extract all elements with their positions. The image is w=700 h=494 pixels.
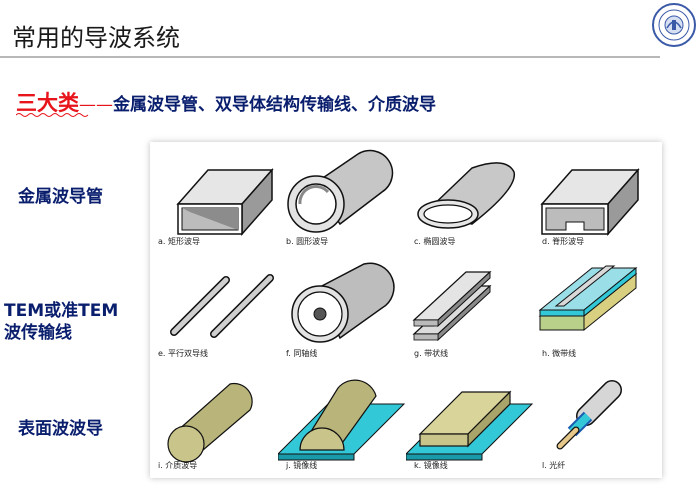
figure-microstrip: h. 微带线 <box>534 254 662 366</box>
caption: j. 镜像线 <box>286 461 318 470</box>
caption: d. 脊形波导 <box>542 237 585 246</box>
caption: k. 镜像线 <box>414 461 448 470</box>
figure-circular-waveguide: b. 圆形波导 <box>278 142 406 254</box>
subtitle-dash: —— <box>79 95 113 115</box>
subtitle-rest: 金属波导管、双导体结构传输线、介质波导 <box>113 95 436 115</box>
caption: a. 矩形波导 <box>158 237 200 246</box>
caption: h. 微带线 <box>542 349 577 358</box>
subtitle-lead: 三大类 <box>16 91 79 115</box>
subtitle: 三大类——金属波导管、双导体结构传输线、介质波导 <box>16 87 436 117</box>
page-title: 常用的导波系统 <box>12 24 180 52</box>
caption: e. 平行双导线 <box>158 349 209 358</box>
figure-image-line-round: j. 镜像线 <box>278 366 406 478</box>
caption: f. 同轴线 <box>286 349 318 358</box>
category-surface-wave: 表面波波导 <box>18 419 103 439</box>
caption: g. 带状线 <box>414 349 449 358</box>
figure-ridge-waveguide: d. 脊形波导 <box>534 142 662 254</box>
title-divider <box>0 56 660 58</box>
caption: b. 圆形波导 <box>286 237 329 246</box>
category-tem-line: TEM或准TEM 波传输线 <box>4 301 119 343</box>
figure-stripline: g. 带状线 <box>406 254 534 366</box>
figure-rectangular-waveguide: a. 矩形波导 <box>150 142 278 254</box>
figure-dielectric-waveguide: i. 介质波导 <box>150 366 278 478</box>
university-logo-icon <box>652 3 696 47</box>
red-underline-squiggle <box>16 113 89 117</box>
caption: i. 介质波导 <box>158 461 198 470</box>
figure-elliptical-waveguide: c. 椭圆波导 <box>406 142 534 254</box>
figure-image-line-rect: k. 镜像线 <box>406 366 534 478</box>
caption: l. 光纤 <box>542 461 566 470</box>
figure-optical-fiber: l. 光纤 <box>534 366 662 478</box>
category-metal-waveguide: 金属波导管 <box>18 187 103 207</box>
waveguide-figure-panel: a. 矩形波导 b. 圆形波导 c. 椭圆波导 d. 脊形波导 <box>150 142 662 478</box>
figure-parallel-wire: e. 平行双导线 <box>150 254 278 366</box>
caption: c. 椭圆波导 <box>414 237 456 246</box>
figure-coaxial-line: f. 同轴线 <box>278 254 406 366</box>
